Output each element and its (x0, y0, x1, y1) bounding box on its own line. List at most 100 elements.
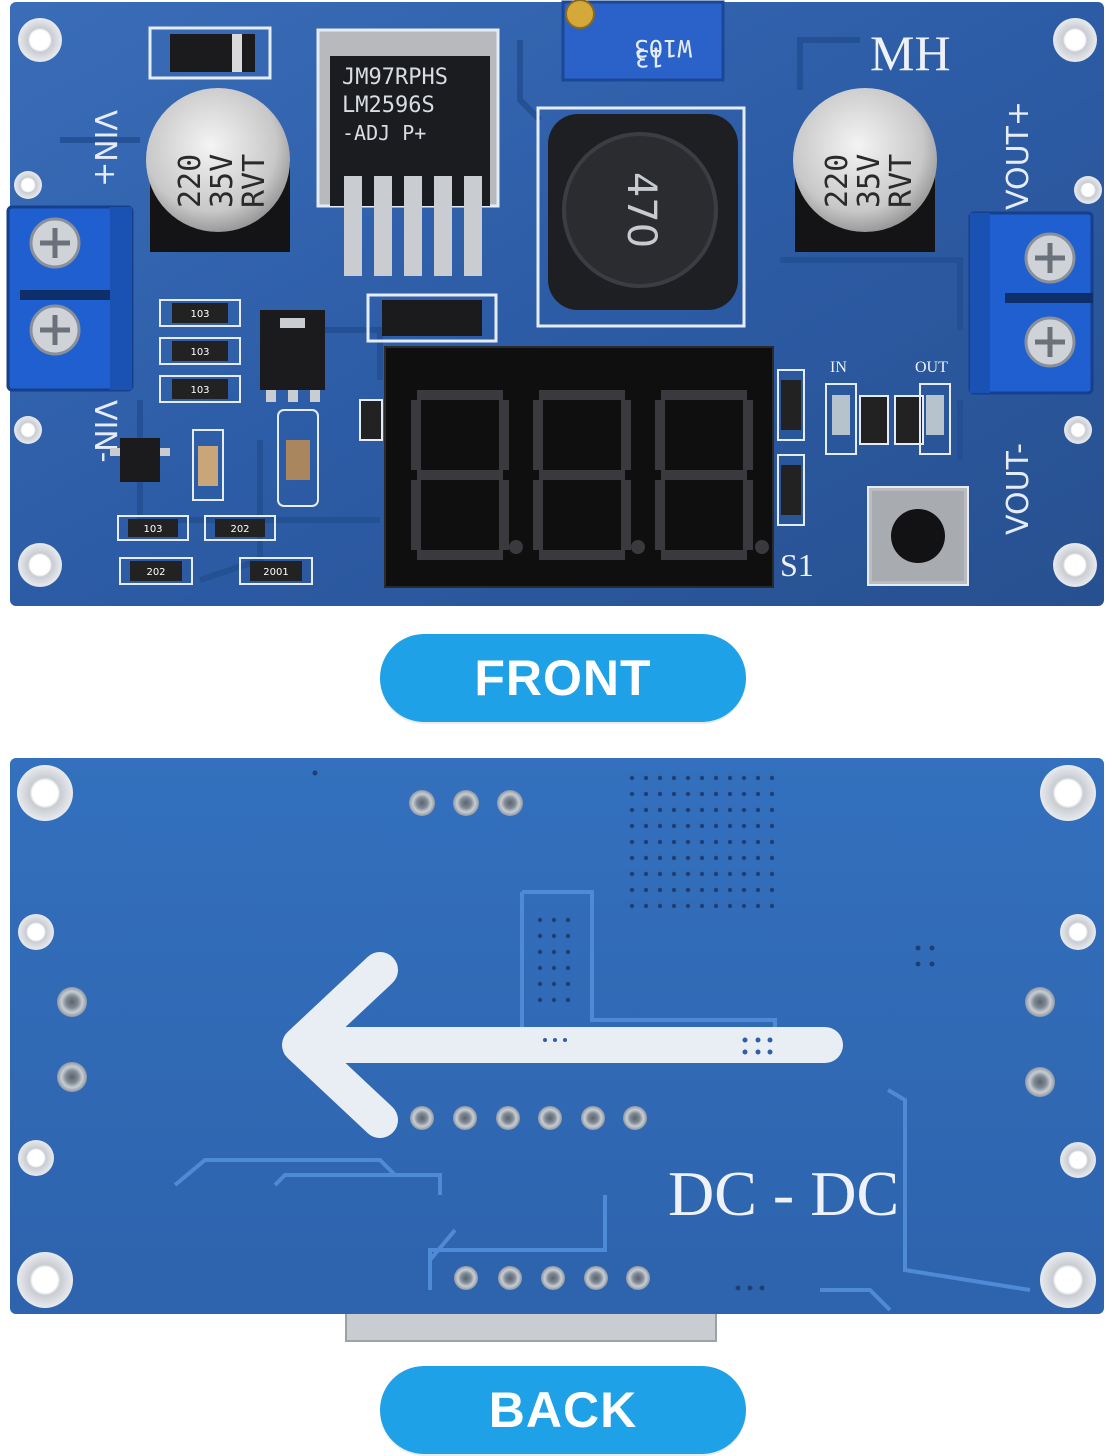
input-terminal-block (6, 205, 134, 392)
via (671, 855, 677, 861)
led-out (919, 383, 951, 455)
via (551, 997, 557, 1003)
via (699, 807, 705, 813)
led-in (825, 383, 857, 455)
svg-text:220: 220 (820, 154, 855, 208)
via (629, 807, 635, 813)
via (713, 791, 719, 797)
via (671, 839, 677, 845)
output-terminal-block (968, 211, 1094, 395)
via (629, 791, 635, 797)
via (671, 791, 677, 797)
vin-plus-label: VIN+ (87, 110, 122, 187)
svg-text:103: 103 (190, 347, 209, 358)
via (629, 855, 635, 861)
input-capacitor: 220 35V RVT (146, 88, 290, 252)
via (537, 997, 543, 1003)
via (699, 791, 705, 797)
via (769, 791, 775, 797)
via (551, 981, 557, 987)
vout-minus-label: VOUT- (1001, 443, 1036, 535)
small-transistor (110, 438, 170, 482)
via (551, 949, 557, 955)
via (741, 887, 747, 893)
via (727, 871, 733, 877)
via (643, 775, 649, 781)
via (755, 807, 761, 813)
via (755, 855, 761, 861)
via (755, 839, 761, 845)
via (537, 965, 543, 971)
via (769, 775, 775, 781)
via (713, 855, 719, 861)
svg-text:RVT: RVT (237, 154, 272, 208)
via (769, 871, 775, 877)
via (769, 903, 775, 909)
via (643, 823, 649, 829)
via (755, 791, 761, 797)
via (741, 855, 747, 861)
via (629, 823, 635, 829)
led-out-label: OUT (915, 359, 948, 376)
via (629, 871, 635, 877)
via (727, 807, 733, 813)
via (755, 903, 761, 909)
via (769, 839, 775, 845)
inductor: 470 (536, 106, 746, 328)
via (713, 807, 719, 813)
via (699, 775, 705, 781)
back-mounting-holes (17, 765, 1096, 1308)
via (643, 887, 649, 893)
via (537, 949, 543, 955)
svg-text:RVT: RVT (884, 154, 919, 208)
front-mounting-holes (14, 18, 1102, 587)
via (643, 871, 649, 877)
svg-text:35V: 35V (205, 154, 240, 208)
via (657, 791, 663, 797)
svg-text:35V: 35V (852, 154, 887, 208)
via (727, 903, 733, 909)
via (671, 823, 677, 829)
via (565, 981, 571, 987)
via (685, 775, 691, 781)
via (699, 871, 705, 877)
via (685, 791, 691, 797)
small-vias (312, 770, 935, 1291)
back-label-pill: BACK (380, 1366, 746, 1454)
via (741, 823, 747, 829)
via (657, 807, 663, 813)
via (565, 917, 571, 923)
via (671, 775, 677, 781)
transistor (260, 310, 325, 402)
output-capacitor: 220 35V RVT (793, 88, 937, 252)
via (755, 823, 761, 829)
via (769, 855, 775, 861)
svg-text:103: 103 (190, 385, 209, 396)
via (713, 871, 719, 877)
via (551, 917, 557, 923)
via (565, 965, 571, 971)
via (537, 933, 543, 939)
via (727, 823, 733, 829)
svg-text:202: 202 (230, 524, 249, 535)
via (551, 965, 557, 971)
led-in-label: IN (830, 359, 847, 376)
smd-resistors: 103 103 103 103 202 202 2001 (117, 299, 924, 585)
back-traces (173, 890, 1031, 1312)
via (685, 871, 691, 877)
smd-capacitors (192, 399, 383, 507)
brand-label: MH (870, 25, 951, 81)
via (727, 839, 733, 845)
via (741, 807, 747, 813)
via (713, 903, 719, 909)
via (657, 903, 663, 909)
via (741, 775, 747, 781)
via (699, 823, 705, 829)
svg-text:103: 103 (143, 524, 162, 535)
via (741, 791, 747, 797)
via (755, 775, 761, 781)
via (741, 903, 747, 909)
front-label-pill: FRONT (380, 634, 746, 722)
via (713, 839, 719, 845)
via (629, 839, 635, 845)
